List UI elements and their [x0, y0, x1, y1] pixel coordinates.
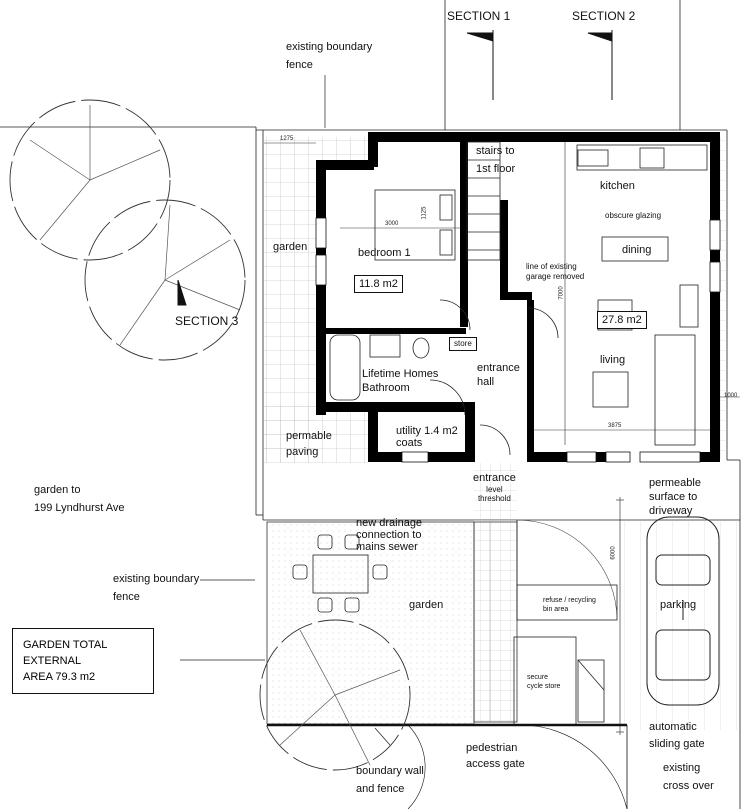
- entrance-threshold-label: entrance level threshold: [473, 472, 516, 503]
- front-boundary: [267, 723, 628, 809]
- garden-table-set: [292, 534, 388, 613]
- cross-over-label: existing cross over: [663, 762, 714, 792]
- leader-lines: [180, 75, 391, 746]
- stairs-label: stairs to 1st floor: [476, 145, 516, 175]
- neighbour-garden-label: garden to 199 Lyndhurst Ave: [34, 484, 125, 514]
- side-garden-label: garden: [273, 241, 308, 253]
- windows: [315, 217, 721, 463]
- kitchen-label: kitchen: [600, 180, 635, 192]
- utility-label: utility 1.4 m2 coats: [396, 425, 458, 449]
- refuse-label: refuse / recycling bin area: [543, 597, 596, 613]
- store-label: store: [449, 337, 477, 351]
- driveway-area: [616, 497, 740, 735]
- trees: [9, 99, 411, 771]
- boundary-wall-label: boundary wall and fence: [356, 765, 424, 795]
- section-3-label: SECTION 3: [175, 314, 239, 328]
- paving-hatch: [264, 137, 727, 523]
- sliding-gate-label: automatic sliding gate: [649, 721, 705, 750]
- dimension-lines: [264, 142, 740, 445]
- pedestrian-gate-label: pedestrian access gate: [466, 742, 525, 770]
- garden-total-area-box: GARDEN TOTAL EXTERNAL AREA 79.3 m2: [12, 628, 154, 694]
- parked-car: [646, 516, 720, 706]
- dimension-house-depth: 7000: [558, 286, 565, 300]
- garden-total-line-2: EXTERNAL: [23, 655, 82, 667]
- dimension-bedroom-small: 1125: [421, 206, 428, 220]
- drainage-label: new drainage connection to mains sewer: [356, 517, 423, 553]
- bedroom-area-label: 11.8 m2: [354, 275, 403, 293]
- dimension-bedroom-width: 3000: [385, 221, 399, 227]
- dimension-side-gap: 1000: [724, 393, 738, 399]
- permeable-paving-label: permable paving: [286, 430, 332, 458]
- garden-total-line-3: AREA 79.3 m2: [23, 671, 96, 683]
- garage-note-label: line of existing garage removed: [526, 262, 585, 281]
- section-markers: [177, 30, 613, 306]
- entrance-hall-label: entrance hall: [477, 362, 520, 388]
- bedroom-label: bedroom 1: [358, 247, 411, 259]
- cycle-store-label: secure cycle store: [527, 674, 561, 690]
- boundary-fence-low-label: existing boundary fence: [113, 573, 200, 603]
- section-2-label: SECTION 2: [572, 9, 636, 23]
- obscure-glazing-label: obscure glazing: [605, 211, 662, 220]
- dimension-driveway-length: 6000: [610, 546, 617, 560]
- bathroom-label: Lifetime Homes Bathroom: [362, 368, 439, 394]
- permeable-surface-label: permeable surface to driveway: [649, 477, 701, 517]
- refuse-and-cycle-stores: [513, 519, 618, 726]
- rear-garden-area: [266, 521, 518, 725]
- living-area-label: 27.8 m2: [597, 311, 647, 329]
- living-label: living: [600, 354, 626, 366]
- rear-garden-label: garden: [409, 599, 444, 611]
- dining-label: dining: [622, 244, 652, 256]
- section-1-label: SECTION 1: [447, 9, 511, 23]
- dimension-living-width: 3875: [608, 423, 622, 429]
- garden-total-line-1: GARDEN TOTAL: [23, 639, 108, 651]
- boundary-fence-top-label: existing boundary fence: [286, 41, 373, 71]
- house-walls: [316, 132, 720, 462]
- dimension-top-strip: 1275: [280, 136, 294, 142]
- parking-label: parking: [660, 599, 697, 611]
